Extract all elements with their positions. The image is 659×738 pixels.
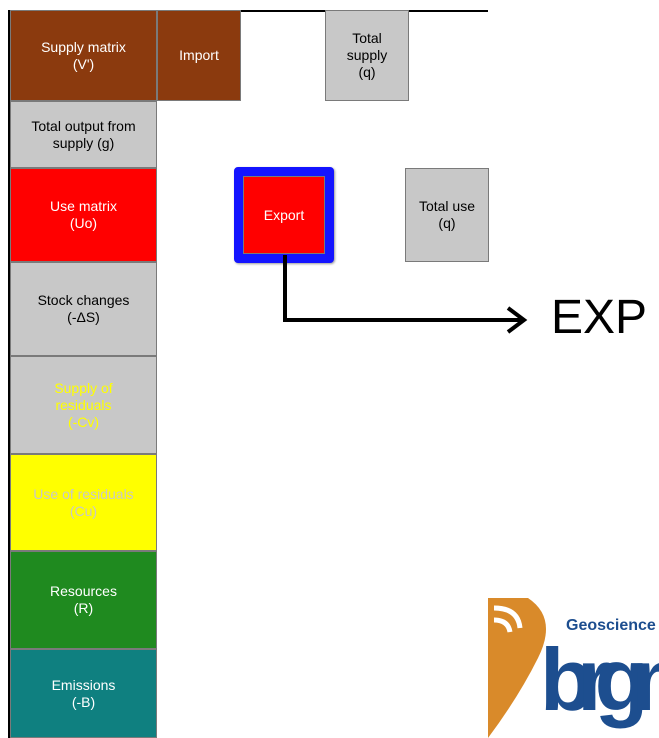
brgm-logo: Geoscience brgm	[488, 598, 659, 738]
export-box: Export	[243, 176, 325, 254]
use-matrix-label: Use matrix (Uo)	[50, 198, 117, 231]
export-label: Export	[263, 206, 305, 223]
total-output-box: Total output from supply (g)	[10, 101, 157, 168]
emissions-label: Emissions (-B)	[51, 676, 116, 710]
supply-matrix-label: Supply matrix (V')	[41, 38, 126, 72]
resources-label: Resources (R)	[50, 583, 117, 616]
stock-changes-box: Stock changes (-ΔS)	[10, 262, 157, 356]
total-use-box: Total use (q)	[405, 168, 489, 262]
exp-label: EXP	[551, 291, 648, 344]
logo-main-text: brgm	[540, 630, 659, 729]
total-output-label: Total output from supply (g)	[31, 117, 136, 151]
resources-box: Resources (R)	[10, 551, 157, 649]
use-matrix-box: Use matrix (Uo)	[10, 168, 157, 262]
use-residuals-box: Use of residuals (Cu)	[10, 454, 157, 551]
logo-top-text: Geoscience	[566, 617, 656, 634]
stock-changes-label: Stock changes (-ΔS)	[37, 292, 130, 325]
total-supply-label: Total supply (q)	[346, 30, 388, 80]
supply-residuals-label: Supply of residuals (-Cv)	[54, 379, 113, 430]
total-supply-box: Total supply (q)	[325, 10, 409, 101]
total-use-label: Total use (q)	[418, 198, 476, 231]
emissions-box: Emissions (-B)	[10, 649, 157, 738]
use-residuals-label: Use of residuals (Cu)	[33, 485, 134, 519]
top-border-line	[8, 10, 488, 12]
left-border-line	[8, 10, 10, 738]
supply-residuals-box: Supply of residuals (-Cv)	[10, 356, 157, 454]
import-label: Import	[179, 47, 219, 63]
supply-matrix-box: Supply matrix (V')	[10, 10, 157, 101]
import-box: Import	[157, 10, 241, 101]
